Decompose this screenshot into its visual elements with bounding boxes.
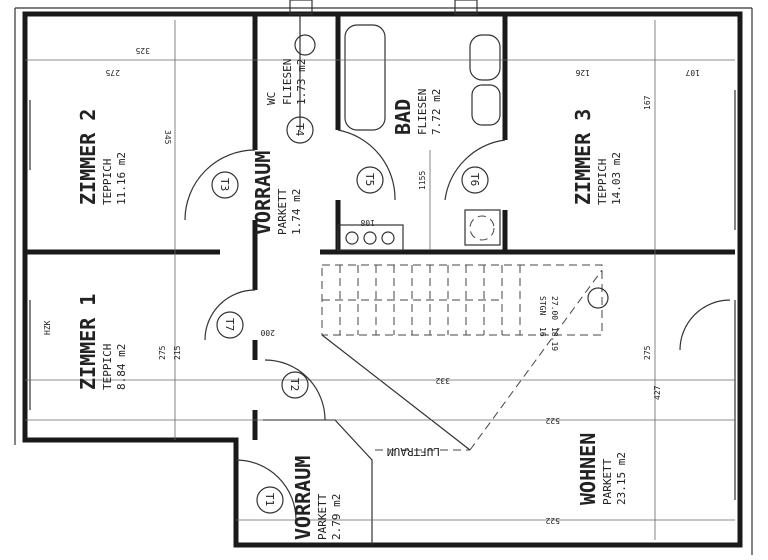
stairs-label: STGN (538, 296, 547, 315)
dim-215: 215 (173, 345, 182, 360)
room-name: ZIMMER 2 (76, 109, 100, 205)
dim-108: 108 (360, 218, 375, 227)
door-tag-circle (286, 116, 314, 144)
room-floor: PARKETT (276, 188, 289, 235)
dim-167: 167 (643, 95, 652, 110)
room-floor: PARKETT (316, 493, 329, 540)
door-tag-circle (356, 166, 384, 194)
door-tag: T7 (223, 318, 236, 331)
wc-toilet (294, 34, 316, 56)
room-area: 1.73 m2 (295, 59, 308, 105)
bathtub (344, 24, 386, 131)
room-floor: TEPPICH (596, 159, 609, 205)
dim-126: 126 (575, 68, 590, 77)
room-name: ZIMMER 3 (571, 109, 595, 205)
door-tag-circle (461, 166, 489, 194)
door-tag: T6 (468, 173, 481, 186)
room-floor: FLIESEN (281, 59, 294, 105)
dim-522: 522 (545, 416, 560, 425)
fixtures (294, 24, 501, 251)
toilet (469, 34, 501, 81)
door-tag: T4 (293, 123, 306, 137)
door-tag-circle (216, 311, 244, 339)
dim-325: 325 (135, 46, 150, 55)
luftraum-label: LUFTRAUM (387, 445, 440, 458)
dim-1155: 1155 (418, 171, 427, 190)
room-name: VORRAUM (291, 456, 315, 540)
door-tag-circle (211, 171, 239, 199)
room-floor: PARKETT (601, 458, 614, 505)
dim-200: 200 (260, 328, 275, 337)
room-area: 7.72 m2 (430, 89, 443, 135)
hzk-label: HZK (43, 320, 52, 335)
dim-107: 107 (685, 68, 700, 77)
stairs-tread: 27.00 (550, 296, 559, 320)
room-name: ZIMMER 1 (76, 294, 100, 390)
stove (337, 224, 404, 251)
dim-275b: 275 (643, 345, 652, 360)
stairs-count: 16 (538, 327, 547, 337)
room-floor: TEPPICH (101, 159, 114, 205)
door-tag: T3 (218, 178, 231, 191)
dimension-lines: 275 345 325 332 522 522 1155 108 126 107… (25, 20, 735, 540)
room-floor: FLIESEN (416, 89, 429, 135)
room-area: 2.79 m2 (330, 494, 343, 540)
dim-427: 427 (653, 385, 662, 400)
staircase: STGN 27.00 16 18.19 LUFTRAUM (321, 264, 609, 458)
room-name: BAD (391, 99, 415, 135)
room-name: WC (265, 92, 278, 105)
interior-walls (25, 14, 735, 545)
room-floor: TEPPICH (101, 344, 114, 390)
room-area: 11.16 m2 (115, 152, 128, 205)
room-area: 23.15 m2 (615, 452, 628, 505)
room-area: 14.03 m2 (610, 152, 623, 205)
door-tag-circle (256, 486, 284, 514)
room-area: 1.74 m2 (290, 189, 303, 235)
door-tag: T1 (263, 493, 276, 506)
dim-345: 345 (163, 130, 172, 145)
room-name: WOHNEN (576, 433, 600, 505)
door-tag: T2 (288, 378, 301, 391)
outer-walls (14, 0, 753, 555)
room-area: 8.84 m2 (115, 344, 128, 390)
stairs-riser: 18.19 (550, 327, 559, 351)
door-tag: T5 (363, 173, 376, 186)
dim-275c: 275 (158, 345, 167, 360)
washer (464, 209, 501, 246)
dim-522b: 522 (545, 516, 560, 525)
dim-275: 275 (105, 68, 120, 77)
sink (471, 84, 501, 126)
door-tag-circle (281, 371, 309, 399)
dim-332: 332 (435, 376, 450, 385)
room-name: VORRAUM (251, 151, 275, 235)
